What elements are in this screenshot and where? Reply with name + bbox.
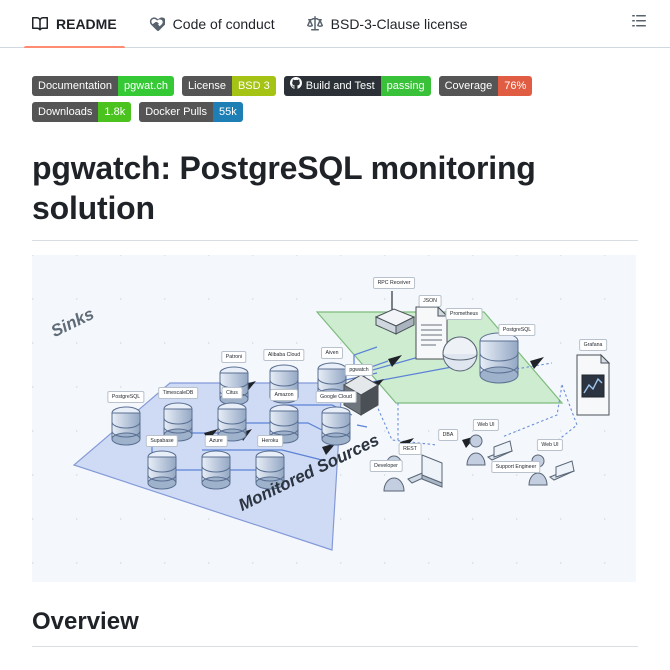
repo-file-tabbar: README Code of conduct BSD-3-Clause lice… (0, 0, 670, 48)
node-label-json: JSON (418, 295, 442, 308)
tab-label: BSD-3-Clause license (330, 15, 468, 32)
readme-content: Documentation pgwat.ch License BSD 3 Bui… (0, 48, 670, 647)
node-label-dba: DBA (438, 429, 458, 442)
node-label-postgresql-sink: PostgreSQL (498, 324, 536, 337)
node-label-alibaba-cloud: Alibaba Cloud (263, 349, 305, 362)
node-label-pgwatch: pgwatch (344, 364, 374, 377)
heart-handshake-icon (149, 16, 165, 32)
title-divider (32, 240, 638, 241)
tab-readme[interactable]: README (16, 0, 133, 48)
book-icon (32, 16, 48, 32)
badge-value: 55k (212, 102, 243, 122)
badge-value: 1.8k (98, 102, 132, 122)
db-cylinder-group-row3 (147, 450, 285, 490)
badge-build-and-test[interactable]: Build and Test passing (283, 76, 431, 96)
overview-divider (32, 646, 638, 647)
node-label-supabase: Supabase (145, 435, 179, 448)
scale-balance-icon (306, 15, 323, 32)
diagram-canvas (72, 291, 611, 551)
node-label-citus: Citus (221, 387, 243, 400)
badge-value: 76% (498, 76, 533, 96)
badge-label: Docker Pulls (139, 102, 213, 122)
badge-value: pgwat.ch (118, 76, 175, 96)
node-label-azure: Azure (204, 435, 228, 448)
tab-label: README (56, 15, 117, 32)
badge-docker-pulls[interactable]: Docker Pulls 55k (139, 102, 243, 122)
badge-documentation[interactable]: Documentation pgwat.ch (32, 76, 175, 96)
json-document (415, 305, 449, 360)
architecture-diagram: Sinks Monitored Sources RPC Receiver JSO… (32, 255, 636, 582)
outline-button[interactable] (624, 9, 654, 39)
postgresql-sink-cylinder (479, 332, 519, 384)
tab-list: README Code of conduct BSD-3-Clause lice… (16, 0, 484, 48)
node-label-grafana: Grafana (579, 339, 607, 352)
rpc-receiver-device (374, 291, 416, 335)
node-label-heroku: Heroku (257, 435, 283, 448)
badge-label: Build and Test (305, 80, 375, 92)
badge-downloads[interactable]: Downloads 1.8k (32, 102, 132, 122)
db-cylinder-group-row2 (111, 402, 351, 446)
node-label-webui-support: Web UI (536, 439, 564, 452)
badge-label: Downloads (32, 102, 99, 122)
section-heading-overview: Overview (32, 608, 139, 635)
dba-workstation (466, 434, 514, 466)
node-label-prometheus: Prometheus (445, 308, 483, 321)
tab-license[interactable]: BSD-3-Clause license (291, 0, 484, 48)
badge-label-group: Build and Test (283, 76, 381, 96)
node-label-developer: Developer (369, 460, 403, 473)
node-label-postgresql-source: PostgreSQL (107, 391, 145, 404)
node-label-amazon: Amazon (269, 389, 299, 402)
node-label-support-engineer: Support Engineer (491, 461, 541, 474)
badge-value: passing (380, 76, 431, 96)
node-label-patroni: Patroni (221, 351, 247, 364)
node-label-timescaledb: TimescaleDB (158, 387, 198, 400)
node-label-google-cloud: Google Cloud (315, 391, 357, 404)
page-title: pgwatch: PostgreSQL monitoring solution (32, 150, 536, 226)
badge-coverage[interactable]: Coverage 76% (438, 76, 533, 96)
github-mark-icon (289, 76, 302, 96)
node-label-aiven: Aiven (321, 347, 343, 360)
badge-label: Documentation (32, 76, 118, 96)
badge-row: Documentation pgwat.ch License BSD 3 Bui… (32, 76, 638, 122)
list-outline-icon (631, 13, 647, 34)
badge-value: BSD 3 (231, 76, 276, 96)
badge-label: License (182, 76, 232, 96)
node-label-rpc-receiver: RPC Receiver (373, 277, 415, 290)
tab-label: Code of conduct (172, 15, 275, 32)
prometheus-sphere (442, 336, 478, 372)
tab-code-of-conduct[interactable]: Code of conduct (133, 0, 291, 48)
node-label-webui-dba: Web UI (472, 419, 500, 432)
badge-label: Coverage (438, 76, 499, 96)
grafana-panel (576, 353, 611, 416)
node-label-rest: REST (398, 443, 422, 456)
badge-license[interactable]: License BSD 3 (182, 76, 276, 96)
